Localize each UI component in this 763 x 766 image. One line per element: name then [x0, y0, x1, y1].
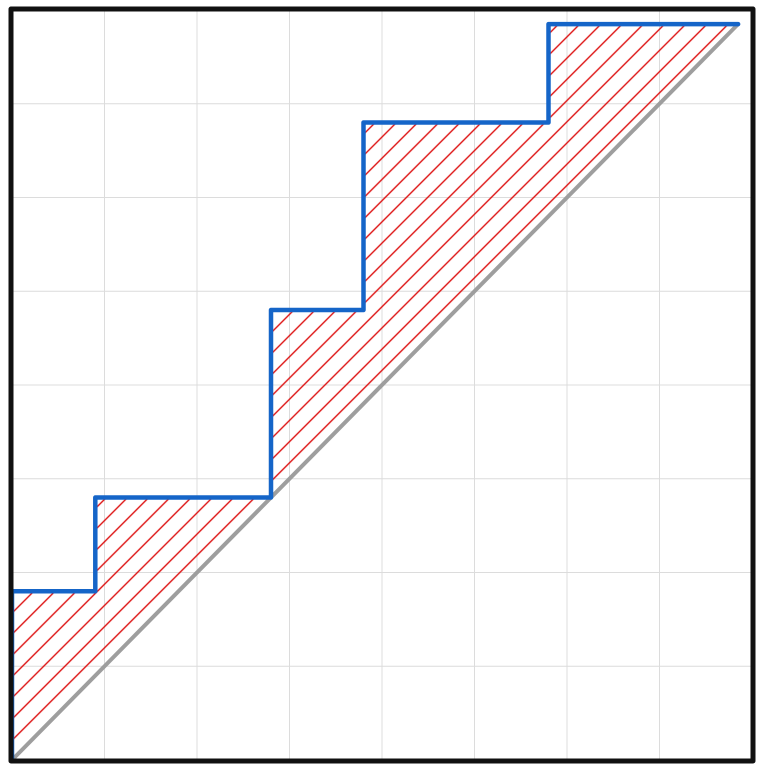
diagonal-line: [10, 22, 741, 762]
plot-frame: [8, 6, 756, 764]
step-line: [9, 21, 741, 763]
